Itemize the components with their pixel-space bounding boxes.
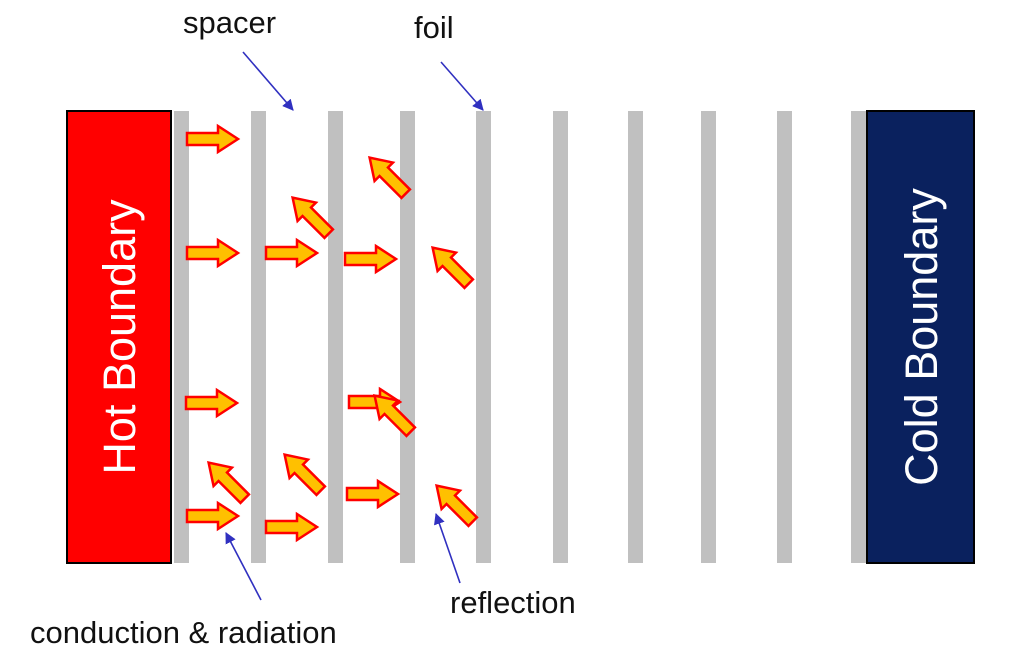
foil xyxy=(174,111,189,563)
foil-layers xyxy=(174,111,866,563)
conduction-radiation-arrow xyxy=(264,237,320,269)
hot-boundary-block xyxy=(66,110,172,564)
foil xyxy=(628,111,643,563)
conduction-radiation-arrow xyxy=(185,123,241,155)
spacer-label: spacer xyxy=(183,5,276,40)
conduction-radiation-arrow xyxy=(185,500,241,532)
conduction-radiation-arrow xyxy=(343,243,399,275)
reflection-arrow xyxy=(372,393,417,438)
reflection-arrow xyxy=(290,195,335,240)
hot-boundary-label: Hot Boundary xyxy=(94,199,145,475)
spacer-pointer xyxy=(242,51,294,111)
foil xyxy=(851,111,866,563)
reflection-label: reflection xyxy=(450,585,576,620)
heat-arrows xyxy=(184,123,479,543)
reflection-arrow xyxy=(430,245,475,290)
conduction-radiation-arrow xyxy=(185,237,241,269)
cold-boundary-block xyxy=(866,110,975,564)
reflection-pointer xyxy=(434,512,461,584)
foil xyxy=(476,111,491,563)
conduction-radiation-pointer xyxy=(225,532,262,601)
foil xyxy=(400,111,415,563)
reflection-arrow xyxy=(206,460,251,505)
foil xyxy=(251,111,266,563)
foil xyxy=(701,111,716,563)
foil xyxy=(553,111,568,563)
reflection-arrow xyxy=(367,155,412,200)
cold-boundary: Cold Boundary xyxy=(866,110,975,564)
foil xyxy=(777,111,792,563)
conduction-radiation-label: conduction & radiation xyxy=(30,615,337,650)
conduction-radiation-arrow xyxy=(264,511,320,543)
hot-boundary: Hot Boundary xyxy=(66,110,172,564)
reflection-arrow xyxy=(434,483,479,528)
callout-pointers xyxy=(225,51,484,601)
cold-boundary-label: Cold Boundary xyxy=(896,188,947,486)
foil-pointer xyxy=(440,61,484,111)
conduction-radiation-arrow xyxy=(345,478,401,510)
reflection-arrow xyxy=(282,452,327,497)
conduction-radiation-arrow xyxy=(184,387,240,419)
foil-label: foil xyxy=(414,10,454,45)
foil xyxy=(328,111,343,563)
